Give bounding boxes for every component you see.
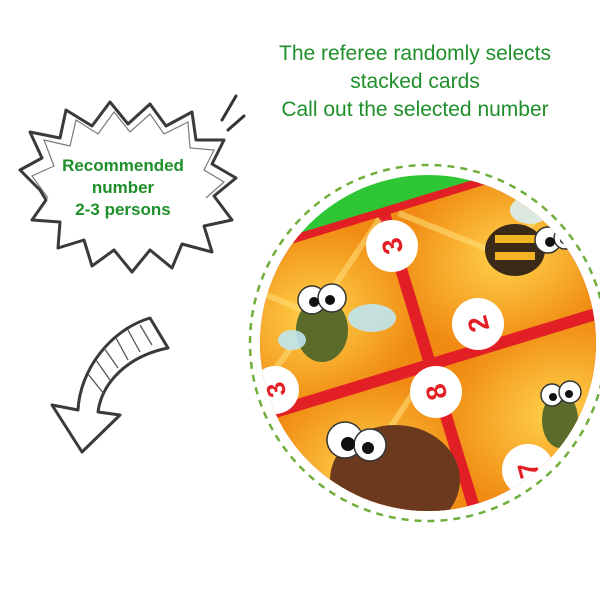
bubble-line: 2-3 persons xyxy=(75,200,171,219)
svg-text:8: 8 xyxy=(419,380,453,403)
zoomed-cards-view: 3 2 3 8 7 xyxy=(260,175,596,511)
caption-line: The referee randomly selects xyxy=(279,42,551,65)
mosquito-illustration xyxy=(540,380,582,448)
player-count-text: Recommended number 2-3 persons xyxy=(18,155,228,221)
caption-line: stacked cards xyxy=(350,70,480,93)
bubble-line: Recommended xyxy=(62,156,184,175)
curved-arrow-icon xyxy=(50,316,170,454)
card-number-badge: 7 xyxy=(502,444,554,496)
burst-marks xyxy=(220,94,246,132)
card-number-badge: 8 xyxy=(410,366,462,418)
card-number-badge: 3 xyxy=(366,220,418,272)
card-number-badge: 2 xyxy=(452,298,504,350)
bubble-line: number xyxy=(91,178,155,197)
speech-bubble xyxy=(18,100,238,274)
fly-illustration xyxy=(278,283,396,362)
svg-text:3: 3 xyxy=(375,234,409,257)
caption-line: Call out the selected number xyxy=(281,98,549,121)
card-number-badge: 3 xyxy=(260,366,299,414)
instruction-caption: The referee randomly selects stacked car… xyxy=(230,40,600,124)
svg-text:2: 2 xyxy=(461,312,495,335)
magnifier-dashed-ring xyxy=(248,163,600,523)
